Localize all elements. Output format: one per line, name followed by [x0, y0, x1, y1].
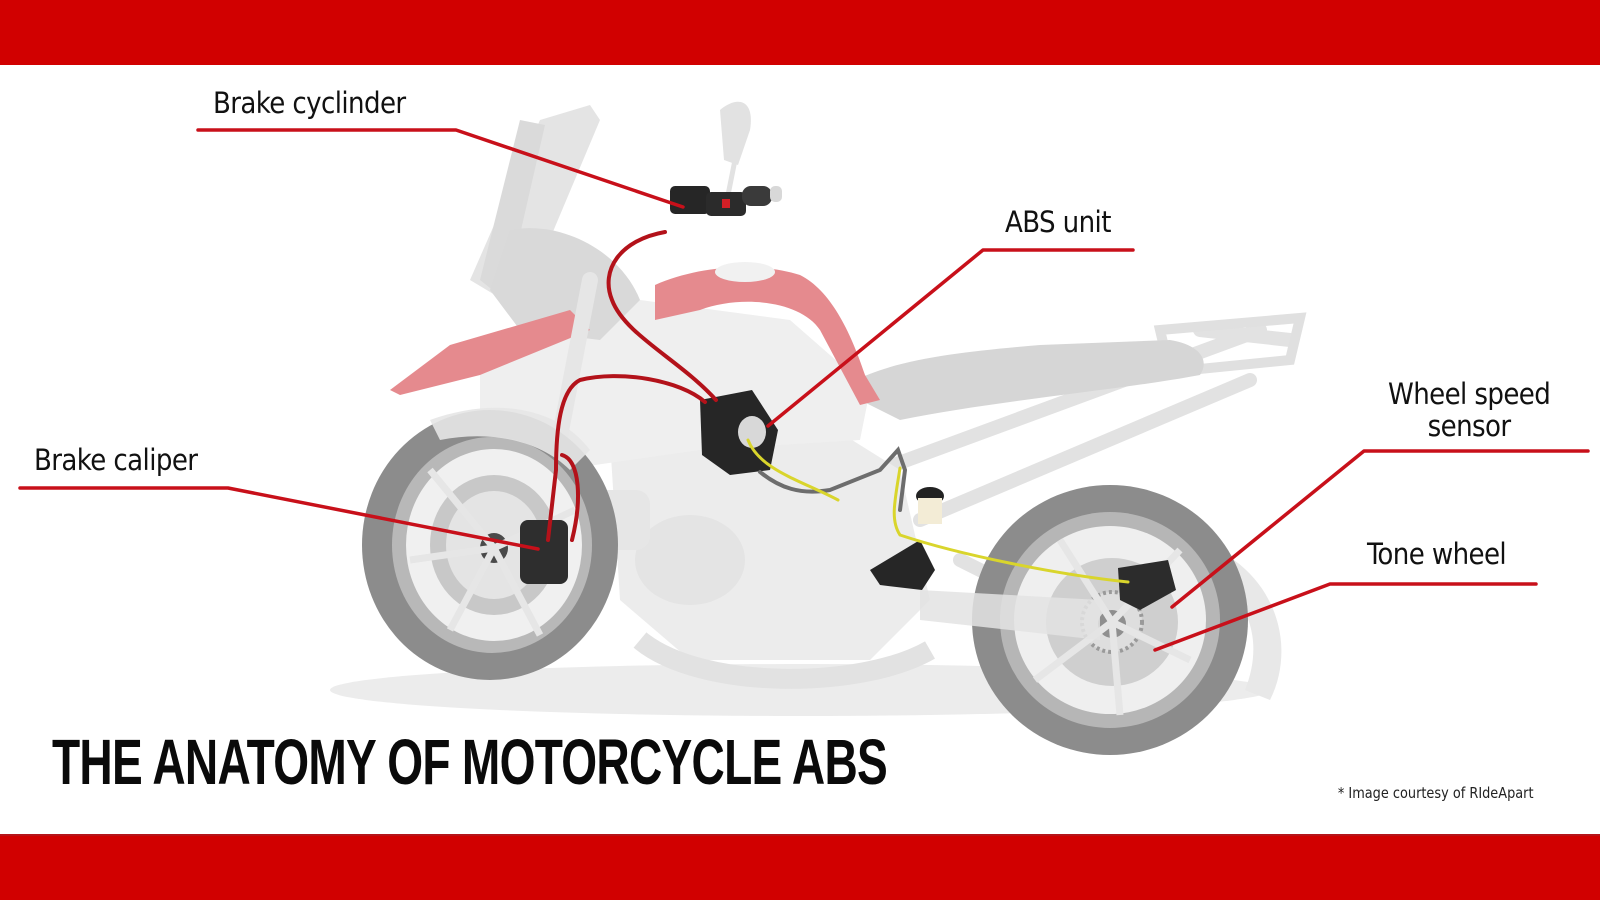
rear-brake-caliper: [1118, 560, 1176, 610]
seat: [840, 340, 1204, 420]
rear-hugger: [1190, 540, 1282, 700]
callout-label-abs-unit: ABS unit: [1005, 205, 1111, 239]
front-fender: [430, 407, 590, 470]
front-fairing-red: [390, 310, 590, 395]
page-title: THE ANATOMY OF MOTORCYCLE ABS: [52, 726, 888, 798]
diagram-stage: [0, 65, 1600, 834]
top-red-band: [0, 0, 1600, 65]
headlight-cluster: [490, 228, 640, 340]
callout-label-brake-cylinder: Brake cyclinder: [213, 86, 406, 120]
rear-master-cylinder: [870, 487, 944, 590]
callout-label-tone-wheel: Tone wheel: [1367, 537, 1507, 571]
bottom-red-band: [0, 834, 1600, 900]
leader-line-brake-caliper: [18, 486, 540, 551]
leader-line-wheel-speed-sensor: [1170, 449, 1590, 609]
leader-lines: [18, 128, 1590, 652]
leader-line-tone-wheel: [1153, 582, 1538, 652]
handlebar: [670, 101, 782, 216]
swingarm: [920, 590, 1100, 640]
callout-label-wheel-speed-sensor: Wheel speed sensor: [1388, 377, 1551, 443]
callout-label-brake-caliper: Brake caliper: [34, 443, 198, 477]
leader-line-brake-cylinder: [196, 128, 685, 209]
leader-line-abs-unit: [766, 248, 1135, 428]
fuel-tank-red: [655, 262, 880, 405]
front-brake-caliper: [520, 520, 568, 584]
image-credit: * Image courtesy of RIdeApart: [1338, 784, 1534, 802]
front-brake-lines: [546, 230, 718, 542]
rear-brake-lines: [746, 438, 1130, 584]
